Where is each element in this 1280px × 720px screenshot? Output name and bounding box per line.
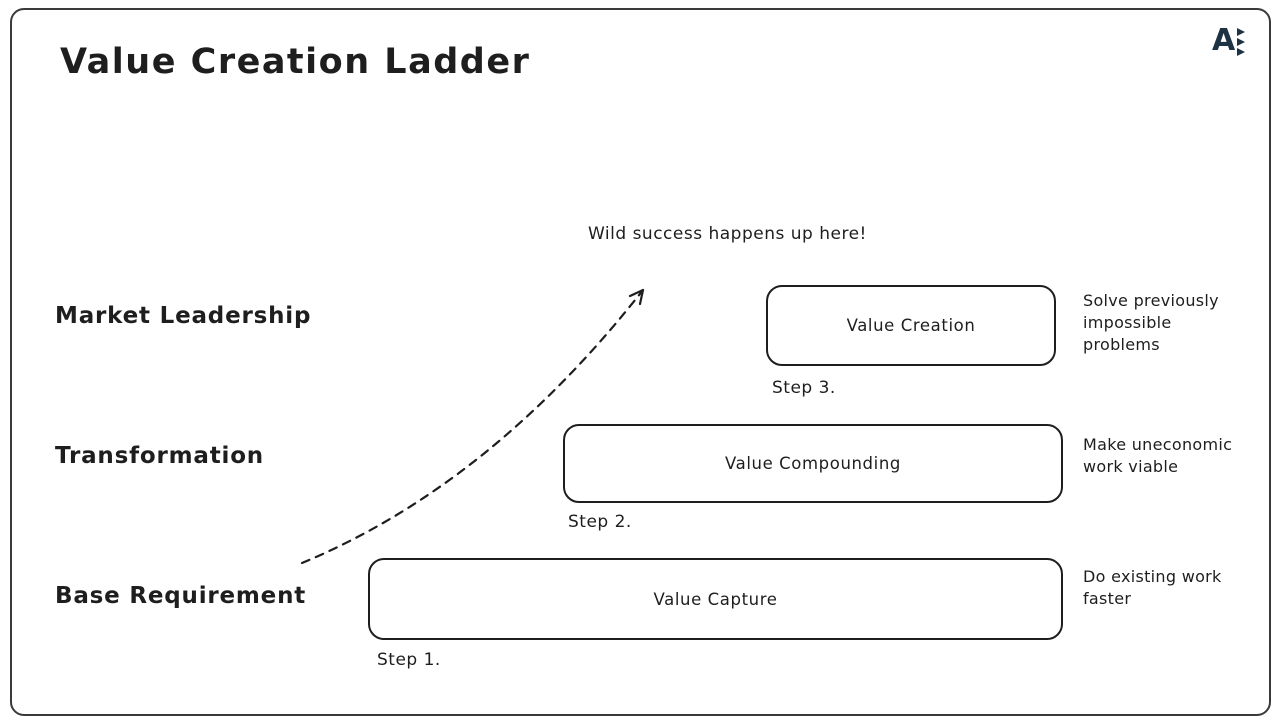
step-label-1: Step 1. [377,650,441,670]
box-label: Value Creation [846,316,976,335]
step-label-2: Step 2. [568,512,632,532]
triangle-icon [1237,28,1246,36]
page-title: Value Creation Ladder [60,42,531,82]
brand-logo: A [1212,23,1246,58]
logo-letter: A [1212,23,1236,58]
box-value-capture: Value Capture [368,558,1063,640]
level-label-base-requirement: Base Requirement [55,583,307,609]
box-label: Value Capture [653,589,778,609]
box-value-compounding: Value Compounding [563,424,1063,503]
box-value-creation: Value Creation [766,285,1056,366]
logo-arrows-icon [1237,28,1246,56]
benefit-note-bottom: Do existing work faster [1083,567,1222,608]
box-label: Value Compounding [725,454,901,473]
benefit-note-middle: Make uneconomic work viable [1083,435,1233,476]
triangle-icon [1237,48,1246,56]
benefit-note-top: Solve previously impossible problems [1083,291,1219,354]
level-label-market-leadership: Market Leadership [55,303,312,329]
step-label-3: Step 3. [772,378,836,398]
success-annotation: Wild success happens up here! [588,224,867,244]
triangle-icon [1237,38,1246,46]
level-label-transformation: Transformation [55,443,264,469]
